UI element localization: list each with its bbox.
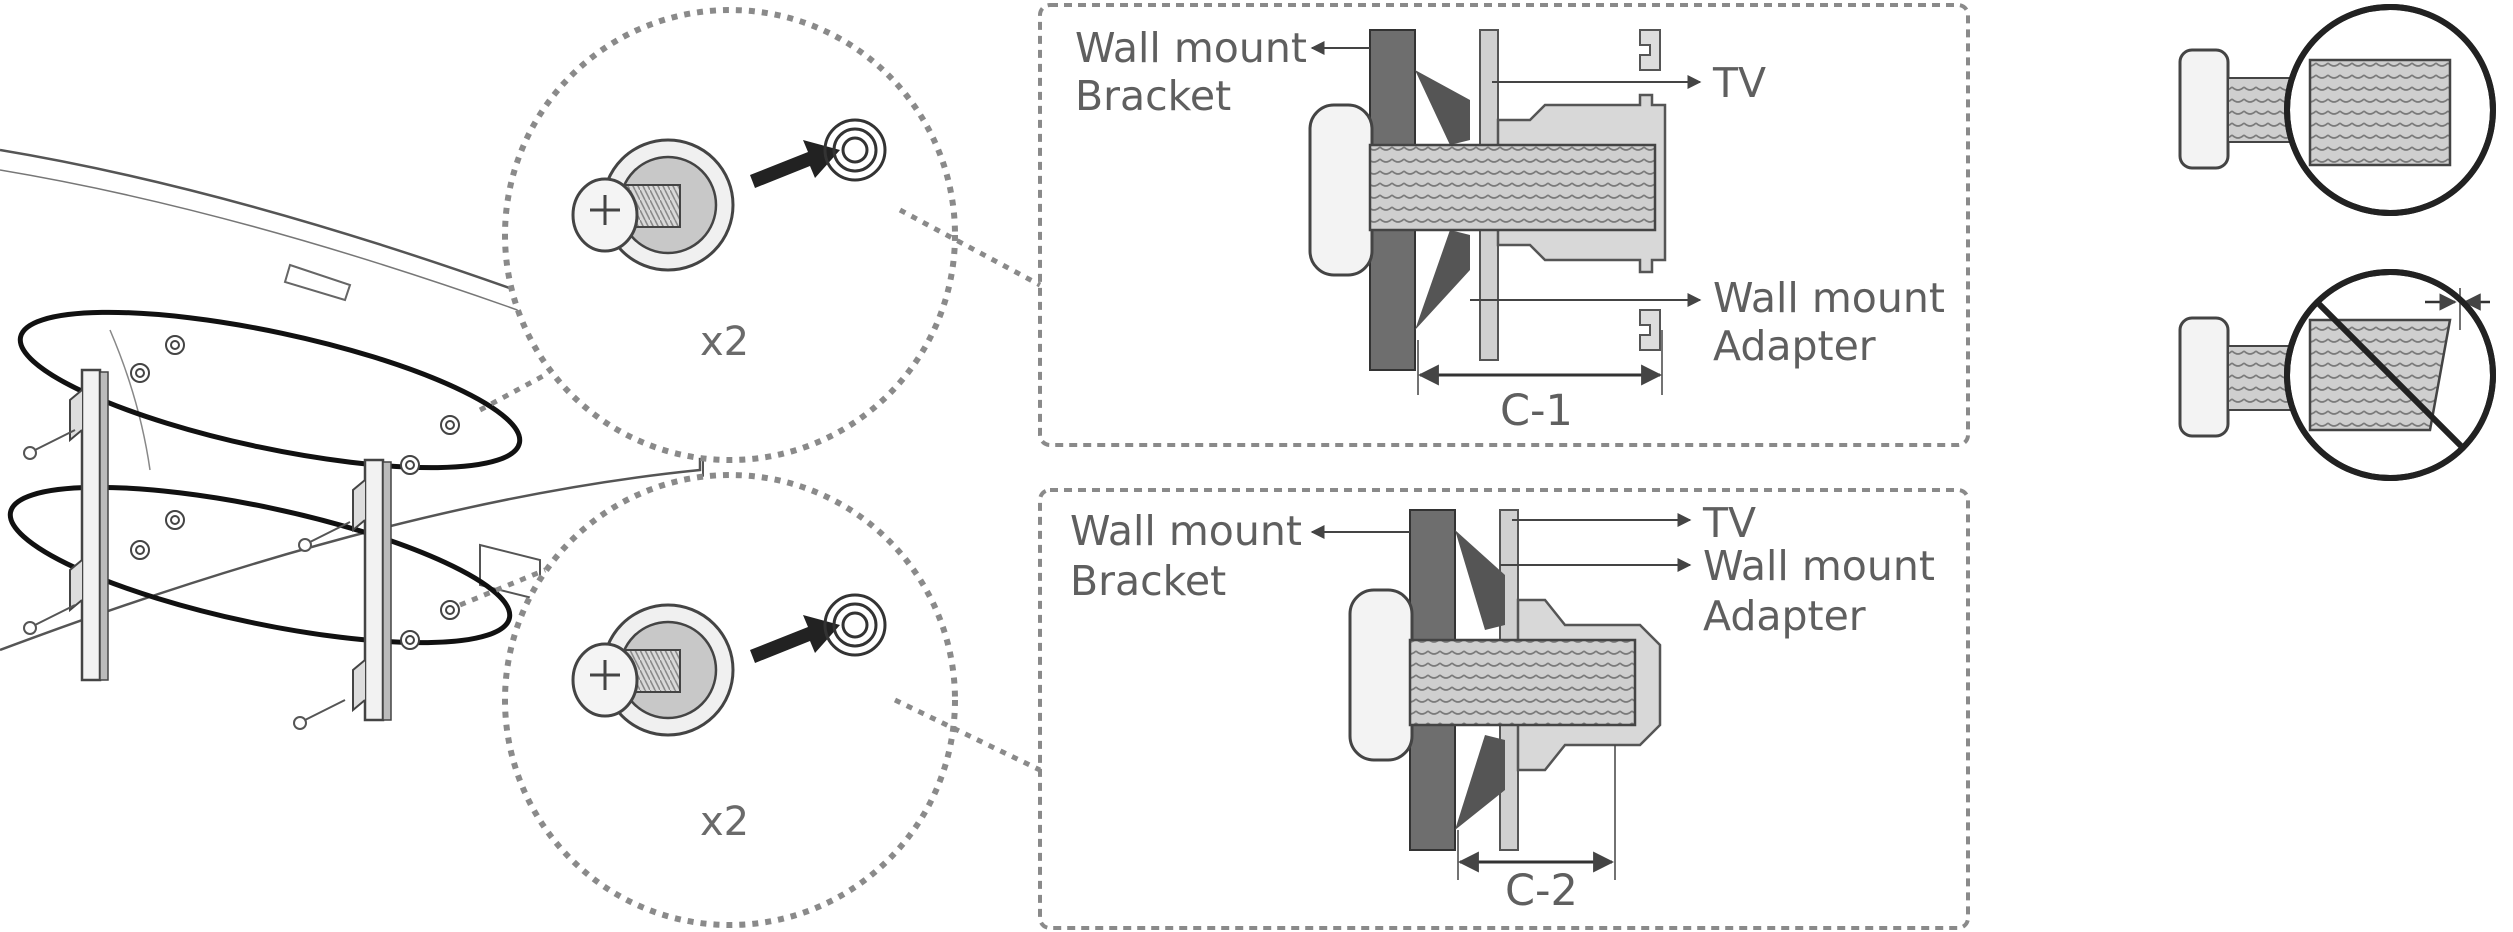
detail-panel-c1: Wall mount Bracket TV Wall mount Adapter… [1038, 3, 1970, 447]
dimension-label-c2: C-2 [1505, 866, 1578, 916]
correct-screw-depth [2178, 4, 2496, 216]
screw-icon [571, 603, 735, 737]
wall-mount-adapter-icon [823, 593, 887, 657]
screw-quantity-bottom: x2 [700, 799, 749, 845]
zoom-circle-bottom: x2 [459, 472, 1042, 928]
screw-quantity-top: x2 [700, 319, 749, 365]
bracket-label-c1-line2: Bracket [1075, 72, 1231, 120]
screw-icon [571, 138, 735, 272]
detail-panel-c2: Wall mount Bracket TV Wall mount Adapter… [1038, 488, 1970, 930]
highlight-ellipse-top [17, 309, 523, 471]
bracket-label-c2-line2: Bracket [1070, 557, 1226, 605]
dimension-label-c1: C-1 [1500, 386, 1573, 436]
tv-label-c2: TV [1702, 499, 1756, 547]
prohibited-icon [2284, 269, 2496, 481]
screw-head [1308, 103, 1374, 277]
bracket-label-c2-line1: Wall mount [1070, 507, 1302, 555]
incorrect-screw-depth [2178, 269, 2496, 481]
screw-head [1348, 588, 1414, 762]
wall-mount-adapter-icon [130, 335, 460, 650]
adapter-label-c1-line2: Adapter [1713, 322, 1876, 370]
adapter-label-c2-line1: Wall mount [1703, 542, 1935, 590]
wall-mount-adapter-icon [823, 118, 887, 182]
highlight-ellipse-bottom [7, 484, 513, 646]
zoom-circle-top: x2 [478, 7, 1042, 463]
screw-icon [23, 429, 351, 730]
arrow-icon [750, 615, 840, 663]
arrow-icon [750, 140, 840, 188]
tv-back-panel [0, 148, 704, 730]
screw-shaft [1408, 638, 1637, 727]
bracket-label-c1-line1: Wall mount [1075, 24, 1307, 72]
adapter-label-c2-line2: Adapter [1703, 592, 1866, 640]
wall-mount-bracket-right [352, 458, 392, 722]
wall-mount-bracket-left [69, 368, 109, 682]
tv-label-c1: TV [1712, 59, 1766, 107]
adapter-label-c1-line1: Wall mount [1713, 274, 1945, 322]
screw-shaft [1368, 143, 1657, 232]
